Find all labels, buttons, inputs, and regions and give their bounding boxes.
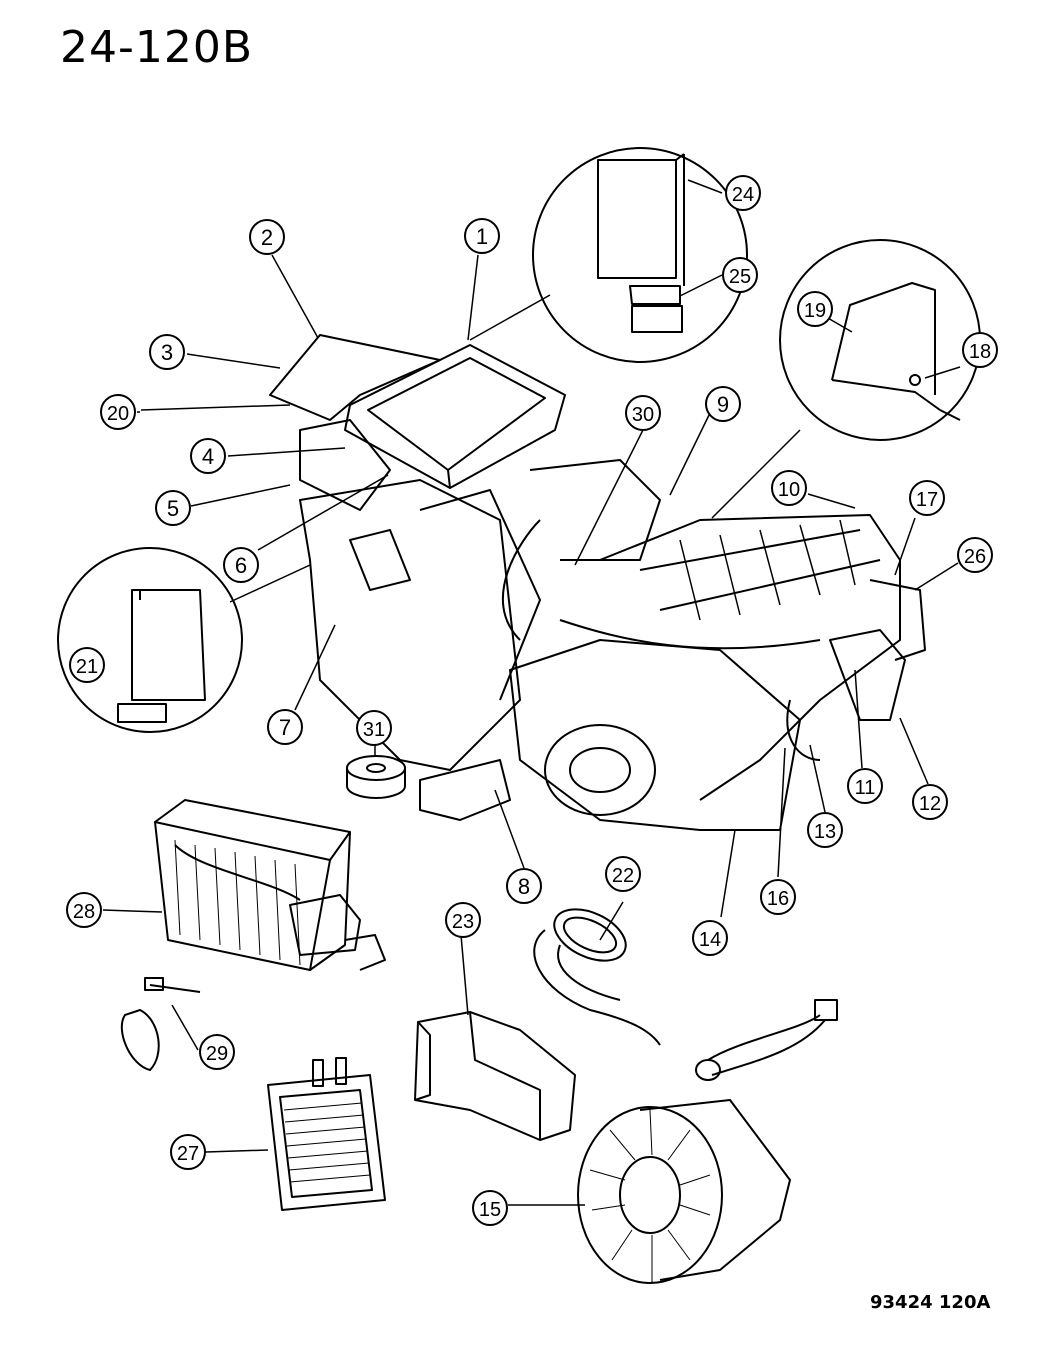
callout-bubbles: 1 2 3 4 5 6 7 8 9 10 11 12 13 14 15 16 1… [66, 175, 998, 1226]
callout-5: 5 [155, 490, 191, 526]
callout-1: 1 [464, 218, 500, 254]
callout-13: 13 [807, 812, 843, 848]
callout-number: 22 [612, 865, 634, 887]
callout-number: 30 [632, 404, 654, 426]
callout-number: 6 [235, 553, 247, 578]
evaporator-core-part [154, 799, 386, 971]
callout-18: 18 [962, 332, 998, 368]
door-part [117, 589, 206, 723]
heater-core-part [267, 1057, 386, 1211]
callout-7: 7 [267, 709, 303, 745]
callout-number: 25 [729, 266, 751, 288]
callout-number: 15 [479, 1199, 501, 1221]
callout-3: 3 [149, 334, 185, 370]
callout-11: 11 [847, 768, 883, 804]
callout-number: 13 [814, 821, 836, 843]
callout-8: 8 [506, 868, 542, 904]
drawing-code: 93424 120A [870, 1292, 991, 1313]
grommet-part [346, 755, 406, 799]
callout-number: 26 [964, 546, 986, 568]
callout-number: 3 [161, 340, 173, 365]
detail-circle-18-19 [779, 239, 981, 441]
callout-21: 21 [69, 647, 105, 683]
callout-number: 16 [767, 888, 789, 910]
callout-number: 2 [261, 225, 273, 250]
callout-number: 23 [452, 911, 474, 933]
callout-22: 22 [605, 856, 641, 892]
duct-part [414, 1011, 576, 1141]
module-part [597, 153, 685, 333]
callout-2: 2 [249, 219, 285, 255]
detail-circle-24-25 [532, 147, 748, 363]
callout-number: 19 [804, 300, 826, 322]
callout-30: 30 [625, 395, 661, 431]
callout-number: 14 [699, 929, 721, 951]
callout-number: 31 [363, 719, 385, 741]
callout-number: 1 [476, 224, 488, 249]
callout-26: 26 [957, 537, 993, 573]
callout-number: 8 [518, 874, 530, 899]
callout-number: 5 [167, 496, 179, 521]
callout-27: 27 [170, 1134, 206, 1170]
callout-19: 19 [797, 291, 833, 327]
callout-number: 7 [279, 715, 291, 740]
callout-number: 10 [778, 479, 800, 501]
hvac-housing [269, 334, 926, 831]
leader-lines [102, 179, 961, 1206]
callout-25: 25 [722, 257, 758, 293]
seal-part [533, 908, 661, 1046]
callout-29: 29 [199, 1034, 235, 1070]
callout-number: 21 [76, 656, 98, 678]
callout-9: 9 [705, 386, 741, 422]
callout-31: 31 [356, 710, 392, 746]
callout-12: 12 [912, 784, 948, 820]
callout-23: 23 [445, 902, 481, 938]
callout-10: 10 [771, 470, 807, 506]
callout-17: 17 [909, 480, 945, 516]
callout-number: 29 [206, 1043, 228, 1065]
callout-number: 12 [919, 793, 941, 815]
callout-number: 17 [916, 489, 938, 511]
blower-motor-part [577, 999, 838, 1284]
callout-6: 6 [223, 547, 259, 583]
callout-number: 4 [202, 444, 214, 469]
callout-number: 11 [855, 777, 876, 799]
bracket-part [831, 282, 961, 421]
callout-15: 15 [472, 1190, 508, 1226]
callout-4: 4 [190, 438, 226, 474]
callout-20: 20 [100, 394, 136, 430]
callout-number: 28 [73, 901, 95, 923]
callout-28: 28 [66, 892, 102, 928]
callout-number: 9 [717, 392, 729, 417]
detail-circle-21 [57, 547, 243, 733]
callout-number: 20 [107, 403, 129, 425]
callout-number: 18 [969, 341, 991, 363]
callout-number: 27 [177, 1143, 199, 1165]
sensor-part [120, 977, 201, 1071]
callout-24: 24 [725, 175, 761, 211]
page-number: 24-120B [60, 22, 254, 73]
callout-14: 14 [692, 920, 728, 956]
callout-16: 16 [760, 879, 796, 915]
callout-number: 24 [732, 184, 754, 206]
